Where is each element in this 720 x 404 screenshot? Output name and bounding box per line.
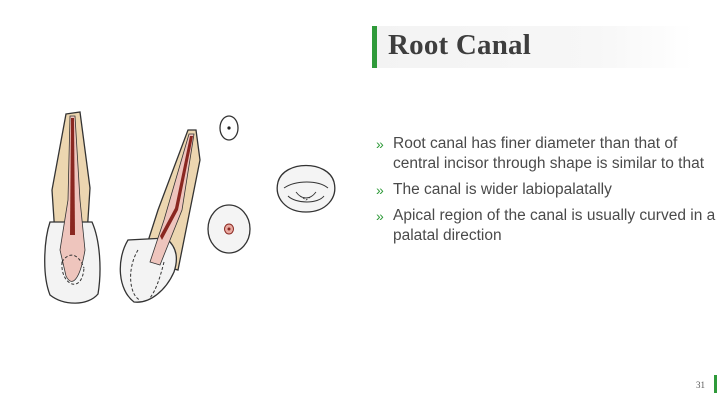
page-number-accent [714, 375, 717, 393]
bullet-marker: » [376, 208, 384, 224]
bullet-text: Root canal has finer diameter than that … [393, 135, 705, 172]
bullet-list: » Root canal has finer diameter than tha… [376, 134, 716, 252]
cross-section-cervical [207, 204, 251, 254]
title-accent-bar [372, 26, 377, 68]
tooth-labial-view [44, 111, 101, 304]
bullet-marker: » [376, 136, 384, 152]
crown-incisal-view [276, 164, 336, 213]
bullet-text: Apical region of the canal is usually cu… [393, 207, 716, 244]
slide-title: Root Canal [388, 29, 531, 61]
bullet-item: » Root canal has finer diameter than tha… [376, 134, 716, 174]
tooth-proximal-view [119, 129, 201, 303]
tooth-canal-illustration [44, 111, 336, 304]
bullet-item: » Apical region of the canal is usually … [376, 206, 716, 246]
page-number: 31 [696, 380, 705, 390]
bullet-item: » The canal is wider labiopalatally [376, 180, 716, 200]
bullet-text: The canal is wider labiopalatally [393, 181, 612, 198]
cross-section-apical [219, 115, 239, 141]
title-bar: Root Canal [372, 26, 694, 68]
bullet-marker: » [376, 182, 384, 198]
